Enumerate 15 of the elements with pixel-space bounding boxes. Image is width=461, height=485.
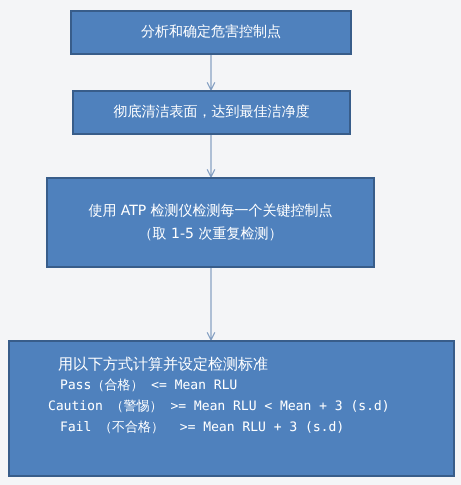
arrow — [206, 55, 216, 91]
process-box — [72, 90, 351, 135]
arrow — [206, 135, 216, 178]
step-text: （取 1-5 次重复检测） — [138, 224, 282, 244]
heading-text: 用以下方式计算并设定检测标准 — [58, 354, 268, 375]
criterion-text: Caution （警惕） >= Mean RLU < Mean + 3 (s.d) — [48, 398, 390, 416]
process-box — [70, 10, 352, 55]
process-box — [46, 177, 375, 268]
arrow — [206, 268, 216, 341]
criterion-text: Pass（合格） <= Mean RLU — [60, 377, 238, 395]
process-box — [8, 340, 455, 477]
step-text: 使用 ATP 检测仪检测每一个关键控制点 — [88, 202, 333, 222]
step-text: 分析和确定危害控制点 — [141, 23, 281, 42]
step-text: 彻底清洁表面，达到最佳洁净度 — [114, 103, 310, 122]
criterion-text: Fail （不合格） >= Mean RLU + 3 (s.d) — [60, 418, 344, 437]
